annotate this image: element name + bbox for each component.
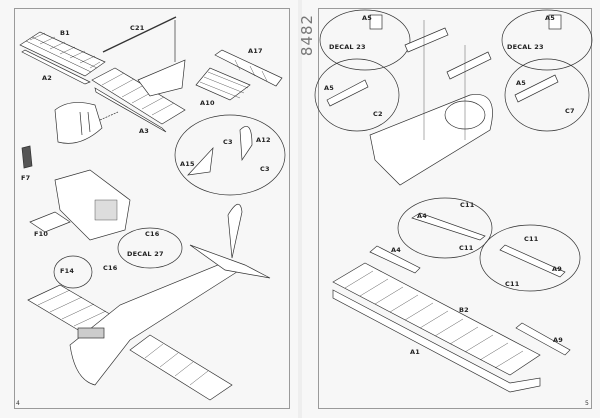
part-label-a5-left: A5 bbox=[324, 84, 334, 92]
rudder-a12-drawing bbox=[239, 126, 253, 162]
part-label-a2: A2 bbox=[42, 74, 52, 82]
part-label-a4: A4 bbox=[391, 246, 401, 254]
part-label-c21: C21 bbox=[130, 24, 145, 32]
assembled-airplane-drawing bbox=[27, 203, 271, 401]
part-label-f7: F7 bbox=[21, 174, 31, 182]
part-label-a15: A15 bbox=[180, 160, 195, 168]
part-label-c11-bottom-2: C11 bbox=[505, 280, 520, 288]
callout-c16 bbox=[117, 227, 183, 269]
part-label-c2: C2 bbox=[373, 110, 383, 118]
engine-block-drawing bbox=[54, 169, 131, 241]
part-label-a3: A3 bbox=[139, 127, 149, 135]
right-page-frame bbox=[318, 8, 592, 409]
part-label-c3-bottom: C3 bbox=[260, 165, 270, 173]
machine-guns-drawing bbox=[326, 14, 562, 107]
callout-gun-right bbox=[504, 58, 590, 132]
upper-wing-left-drawing bbox=[19, 31, 106, 85]
part-label-c16-callout: C16 bbox=[145, 230, 160, 238]
part-label-a1: A1 bbox=[410, 348, 420, 356]
part-label-c16: C16 bbox=[103, 264, 118, 272]
callout-decal23-left bbox=[319, 9, 411, 71]
exhaust-f10-drawing bbox=[29, 211, 71, 233]
part-label-c11-top-1: C11 bbox=[460, 201, 475, 209]
callout-rudder bbox=[174, 114, 286, 196]
part-label-c3-top: C3 bbox=[223, 138, 233, 146]
aileron-drawings bbox=[369, 212, 571, 356]
part-label-b2: B2 bbox=[459, 306, 469, 314]
part-label-c7: C7 bbox=[565, 107, 575, 115]
left-page-frame bbox=[14, 8, 290, 409]
lower-wing-a3-drawing bbox=[91, 67, 186, 133]
decal-label-23-left: DECAL 23 bbox=[329, 43, 366, 51]
part-label-a9-callout: A9 bbox=[552, 265, 562, 273]
callout-a4 bbox=[397, 197, 493, 259]
decal-label-23-right: DECAL 23 bbox=[507, 43, 544, 51]
part-label-a10: A10 bbox=[200, 99, 215, 107]
part-label-a5-right: A5 bbox=[516, 79, 526, 87]
part-label-a9: A9 bbox=[553, 336, 563, 344]
callout-f14 bbox=[53, 255, 93, 289]
decal-label-27: DECAL 27 bbox=[127, 250, 164, 258]
strut-c21-drawing bbox=[102, 16, 177, 53]
part-label-a5-right-top: A5 bbox=[545, 14, 555, 22]
page-number-right: 5 bbox=[585, 400, 589, 407]
rudder-a15-drawing bbox=[187, 146, 214, 176]
fuselage-cockpit-drawing bbox=[369, 20, 493, 186]
part-label-c11-top-2: C11 bbox=[524, 235, 539, 243]
part-label-c11-bottom-1: C11 bbox=[459, 244, 474, 252]
kit-number: 8482 bbox=[298, 13, 317, 57]
part-label-a4-callout: A4 bbox=[417, 212, 427, 220]
callout-gun-left bbox=[314, 58, 400, 132]
callout-decal23-right bbox=[501, 9, 593, 71]
part-label-b1: B1 bbox=[60, 29, 70, 37]
part-label-f10: F10 bbox=[34, 230, 49, 238]
seat-f7-drawing bbox=[21, 145, 33, 169]
tailplane-drawing bbox=[195, 49, 283, 101]
engine-cowling-drawing bbox=[54, 102, 119, 144]
part-label-a12: A12 bbox=[256, 136, 271, 144]
part-label-a17: A17 bbox=[248, 47, 263, 55]
part-label-f14: F14 bbox=[60, 267, 75, 275]
page-number-left: 4 bbox=[16, 400, 20, 407]
lower-wing-b2-drawing bbox=[332, 262, 541, 393]
callout-a9 bbox=[479, 224, 581, 292]
part-label-a5-left-top: A5 bbox=[362, 14, 372, 22]
fin-drawing bbox=[137, 20, 186, 97]
